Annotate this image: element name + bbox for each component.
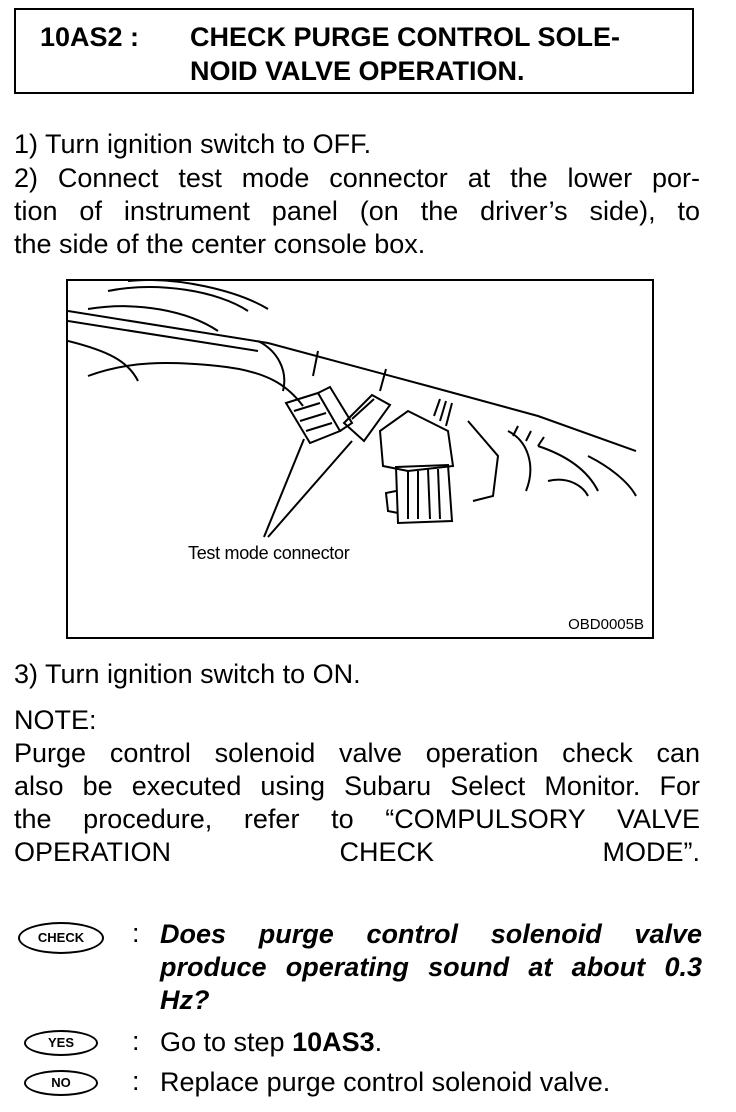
yes-colon: :: [132, 1026, 140, 1056]
yes-badge: YES: [24, 1030, 98, 1056]
check-question: Does purge control solenoid valve produc…: [160, 918, 702, 1017]
step-title-line-2: NOID VALVE OPERATION.: [190, 56, 525, 86]
yes-period: .: [374, 1027, 383, 1057]
connector-drawing: [68, 281, 637, 538]
note-line-3: the procedure, refer to “COMPULSORY VALV…: [14, 804, 700, 834]
instruction-2-line-3: the side of the center console box.: [14, 229, 426, 259]
note-line-2: also be executed using Subaru Select Mon…: [14, 771, 700, 801]
figure-code: OBD0005B: [568, 616, 644, 633]
instruction-3: 3) Turn ignition switch to ON.: [14, 659, 361, 689]
yes-target-step: 10AS3: [292, 1027, 375, 1057]
check-badge: CHECK: [18, 922, 104, 954]
check-colon: :: [132, 918, 140, 948]
no-colon: :: [132, 1066, 140, 1096]
connector-illustration: Test mode connector OBD0005B: [66, 279, 654, 639]
check-question-line-1: Does purge control solenoid valve: [160, 919, 702, 949]
instruction-2-line-2: tion of instrument panel (on the driver’…: [14, 196, 700, 226]
step-id: 10AS2 :: [40, 22, 140, 52]
step-title-line-1: CHECK PURGE CONTROL SOLE-: [190, 22, 621, 52]
instruction-2-line-1: 2) Connect test mode connector at the lo…: [14, 163, 700, 193]
check-question-line-3: Hz?: [160, 985, 210, 1015]
yes-text: Go to step: [160, 1027, 293, 1057]
instruction-1: 1) Turn ignition switch to OFF.: [14, 129, 372, 159]
step-header-box: 10AS2 : CHECK PURGE CONTROL SOLE- NOID V…: [14, 8, 694, 94]
note-line-4: OPERATION CHECK MODE”.: [14, 837, 700, 867]
no-badge: NO: [24, 1070, 98, 1096]
yes-answer: Go to step 10AS3.: [160, 1026, 702, 1059]
note-line-1: Purge control solenoid valve operation c…: [14, 738, 700, 768]
figure-caption: Test mode connector: [188, 543, 350, 563]
check-question-line-2: produce operating sound at about 0.3: [160, 952, 702, 982]
no-answer: Replace purge control solenoid valve.: [160, 1067, 611, 1097]
step-title: CHECK PURGE CONTROL SOLE- NOID VALVE OPE…: [190, 20, 690, 88]
note-label: NOTE:: [14, 705, 97, 735]
